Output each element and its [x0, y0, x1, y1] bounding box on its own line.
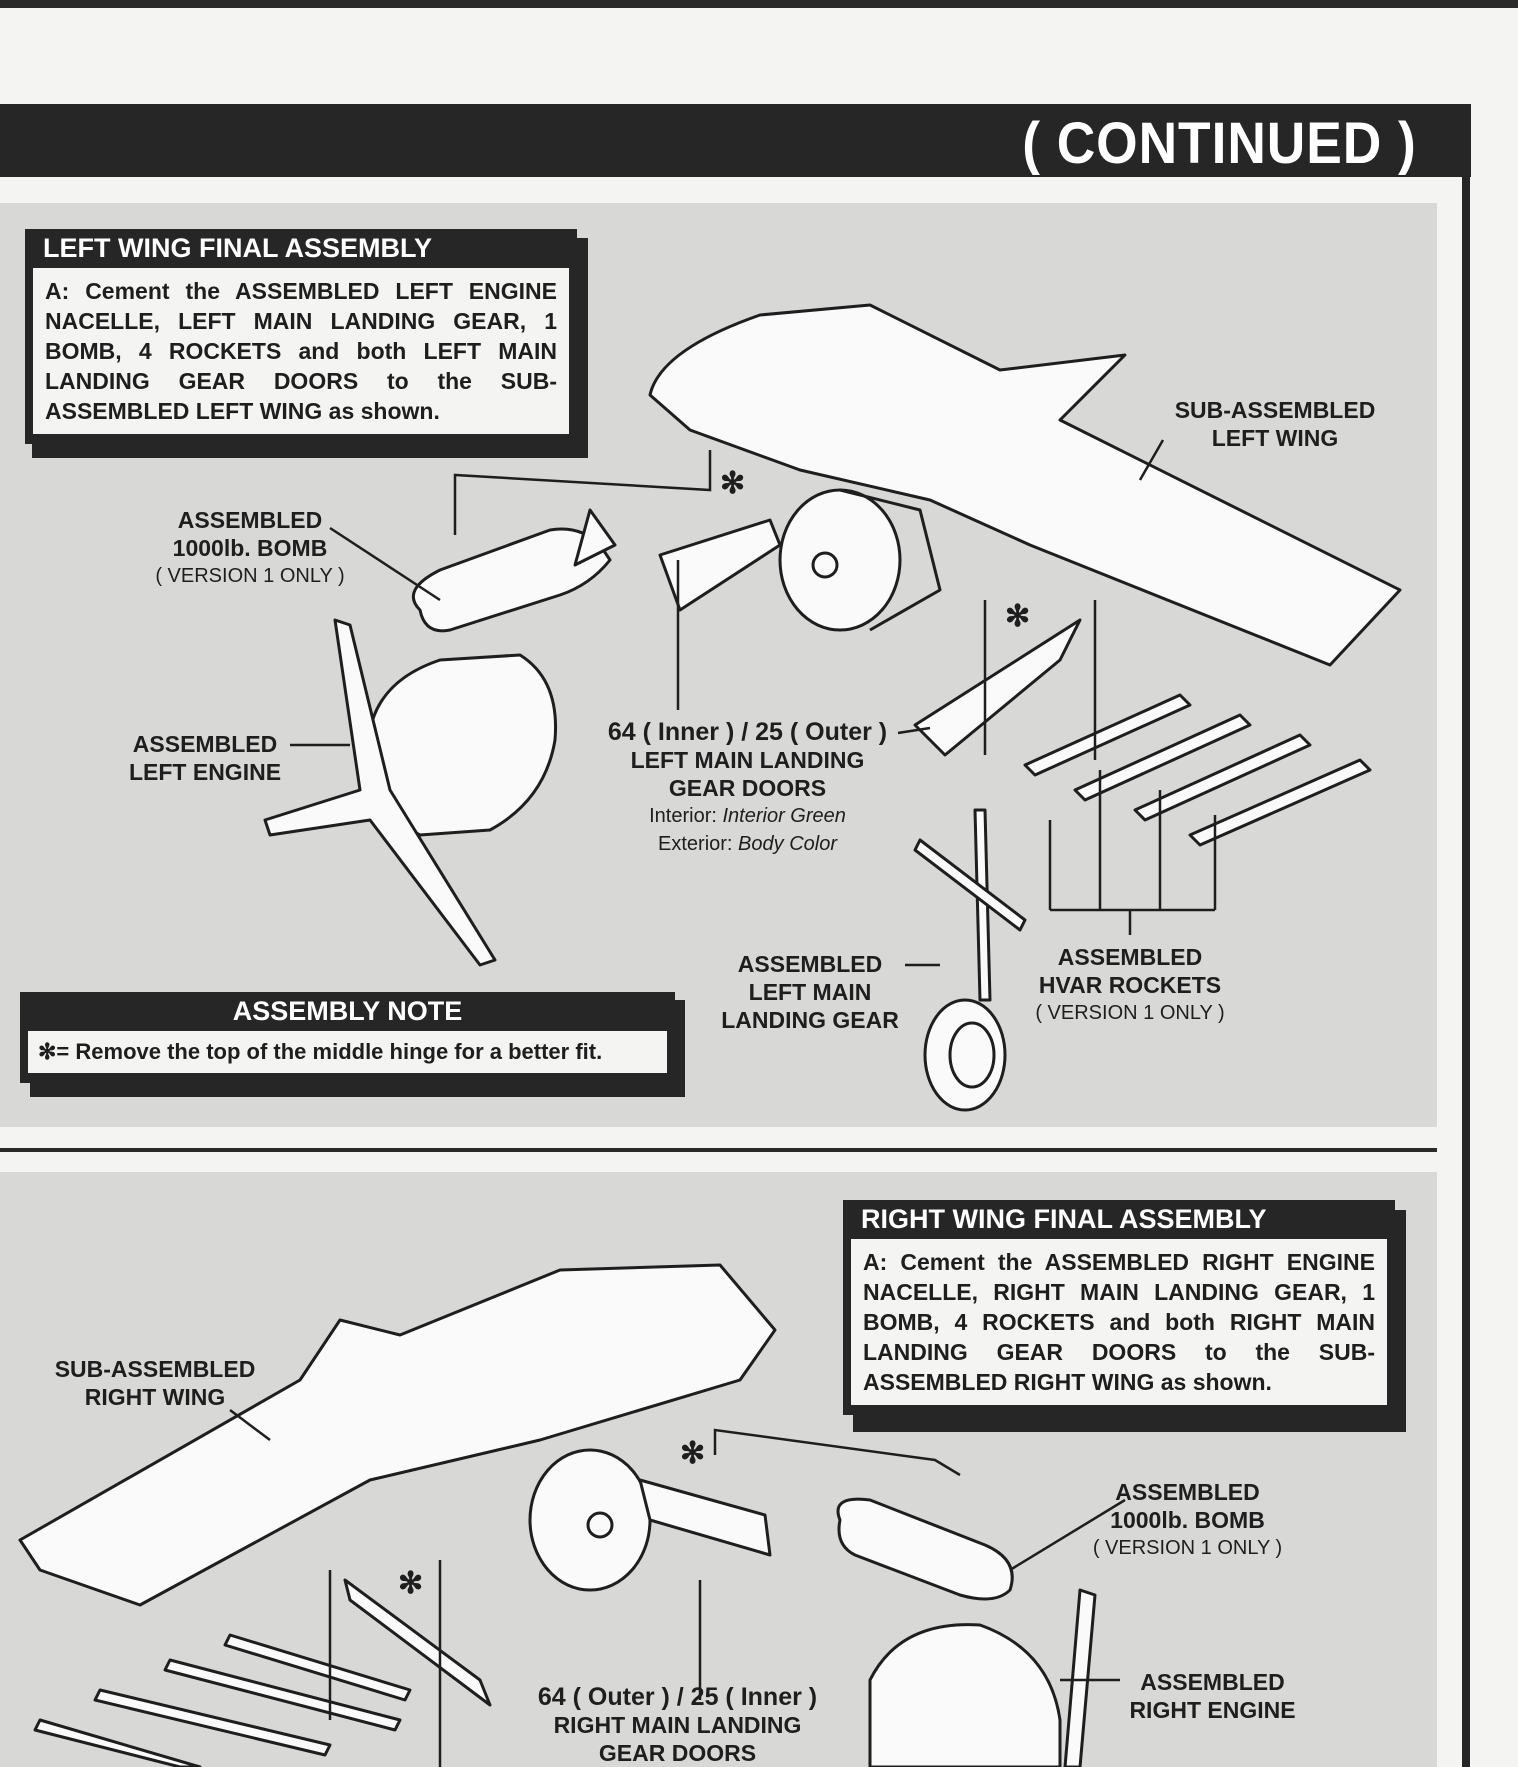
asterisk-marker: ✻ — [398, 1567, 424, 1600]
right-rockets-drawing — [33, 1633, 412, 1767]
label-left-gear-doors: 64 ( Inner ) / 25 ( Outer ) LEFT MAIN LA… — [590, 718, 905, 858]
label-line: HVAR ROCKETS — [1038, 972, 1222, 998]
label-right-wing: SUB-ASSEMBLED RIGHT WING — [40, 1355, 270, 1411]
assembly-note-title: ASSEMBLY NOTE — [232, 996, 463, 1026]
label-line: RIGHT MAIN LANDING — [553, 1712, 802, 1738]
page-edge — [0, 0, 1518, 8]
interior-label: Interior: — [649, 805, 717, 827]
left-wing-instruction-box: LEFT WING FINAL ASSEMBLY A: Cement the A… — [25, 229, 577, 444]
label-line: 1000lb. BOMB — [172, 535, 328, 561]
label-left-wing: SUB-ASSEMBLED LEFT WING — [1160, 396, 1390, 452]
right-bomb-drawing — [836, 1497, 1014, 1601]
label-line: LEFT WING — [1211, 425, 1339, 451]
label-right-bomb: ASSEMBLED 1000lb. BOMB ( VERSION 1 ONLY … — [1075, 1478, 1300, 1562]
label-line: 1000lb. BOMB — [1110, 1507, 1265, 1533]
label-line: ( VERSION 1 ONLY ) — [1035, 1002, 1225, 1024]
interior-color: Interior Green — [722, 805, 846, 827]
label-line: ASSEMBLED — [1115, 1479, 1260, 1505]
left-propeller-drawing — [263, 618, 497, 967]
label-line: ( VERSION 1 ONLY ) — [155, 565, 345, 587]
header-bar: ( CONTINUED ) — [0, 104, 1471, 177]
left-wing-instruction: A: Cement the ASSEMBLED LEFT ENGINE NACE… — [33, 268, 569, 434]
label-line: SUB-ASSEMBLED — [54, 1356, 256, 1382]
label-line: GEAR DOORS — [598, 1740, 757, 1766]
asterisk-marker: ✻ — [1005, 600, 1031, 633]
label-line: 64 ( Inner ) / 25 ( Outer ) — [607, 718, 888, 746]
label-left-bomb: ASSEMBLED 1000lb. BOMB ( VERSION 1 ONLY … — [140, 506, 360, 590]
label-line: ASSEMBLED — [132, 731, 278, 757]
left-wing-title: LEFT WING FINAL ASSEMBLY — [43, 233, 433, 263]
left-landing-gear-drawing — [913, 808, 1027, 1112]
left-wing-drawing — [648, 303, 1402, 667]
label-line: ASSEMBLED — [1140, 1669, 1285, 1695]
label-line: ASSEMBLED — [1057, 944, 1203, 970]
right-wing-instruction-box: RIGHT WING FINAL ASSEMBLY A: Cement the … — [843, 1200, 1395, 1415]
exterior-label: Exterior: — [658, 833, 733, 855]
label-left-engine: ASSEMBLED LEFT ENGINE — [110, 730, 300, 786]
left-bomb-drawing — [411, 527, 612, 633]
label-line: LEFT ENGINE — [128, 759, 282, 785]
right-border — [1462, 104, 1470, 1767]
label-line: LEFT MAIN LANDING — [630, 747, 865, 773]
label-right-engine: ASSEMBLED RIGHT ENGINE — [1120, 1668, 1305, 1724]
assembly-note-text: ✻= Remove the top of the middle hinge fo… — [28, 1031, 667, 1073]
label-line: ( VERSION 1 ONLY ) — [1092, 1537, 1283, 1559]
right-engine-drawing — [868, 1623, 1062, 1767]
label-line: 64 ( Outer ) / 25 ( Inner ) — [537, 1683, 818, 1711]
asterisk-marker: ✻ — [680, 1437, 706, 1470]
label-line: ASSEMBLED — [177, 507, 323, 533]
assembly-note-box: ASSEMBLY NOTE ✻= Remove the top of the m… — [20, 992, 675, 1083]
label-line: LANDING GEAR — [721, 1007, 899, 1033]
label-line: SUB-ASSEMBLED — [1174, 397, 1376, 423]
right-wing-title: RIGHT WING FINAL ASSEMBLY — [861, 1204, 1267, 1234]
leader-lines — [229, 439, 1217, 1767]
asterisk-marker: ✻ — [720, 467, 746, 500]
label-line: LEFT MAIN — [748, 979, 872, 1005]
right-gear-door-drawing — [638, 1478, 772, 1557]
left-gear-door-drawing — [658, 518, 782, 612]
label-line: RIGHT WING — [84, 1384, 226, 1410]
right-wing-drawing — [18, 1263, 777, 1607]
label-line: ASSEMBLED — [737, 951, 883, 977]
label-left-landing-gear: ASSEMBLED LEFT MAIN LANDING GEAR — [710, 950, 910, 1034]
label-line: GEAR DOORS — [668, 775, 827, 801]
exterior-color: Body Color — [738, 833, 837, 855]
label-left-rockets: ASSEMBLED HVAR ROCKETS ( VERSION 1 ONLY … — [1015, 943, 1245, 1027]
section-divider — [0, 1148, 1437, 1152]
right-wing-instruction: A: Cement the ASSEMBLED RIGHT ENGINE NAC… — [851, 1239, 1387, 1405]
page-title: ( CONTINUED ) — [1022, 111, 1417, 176]
left-rockets-drawing — [1023, 693, 1372, 847]
left-nacelle-drawing — [778, 488, 902, 632]
label-line: RIGHT ENGINE — [1129, 1697, 1296, 1723]
label-right-gear-doors: 64 ( Outer ) / 25 ( Inner ) RIGHT MAIN L… — [520, 1683, 835, 1767]
